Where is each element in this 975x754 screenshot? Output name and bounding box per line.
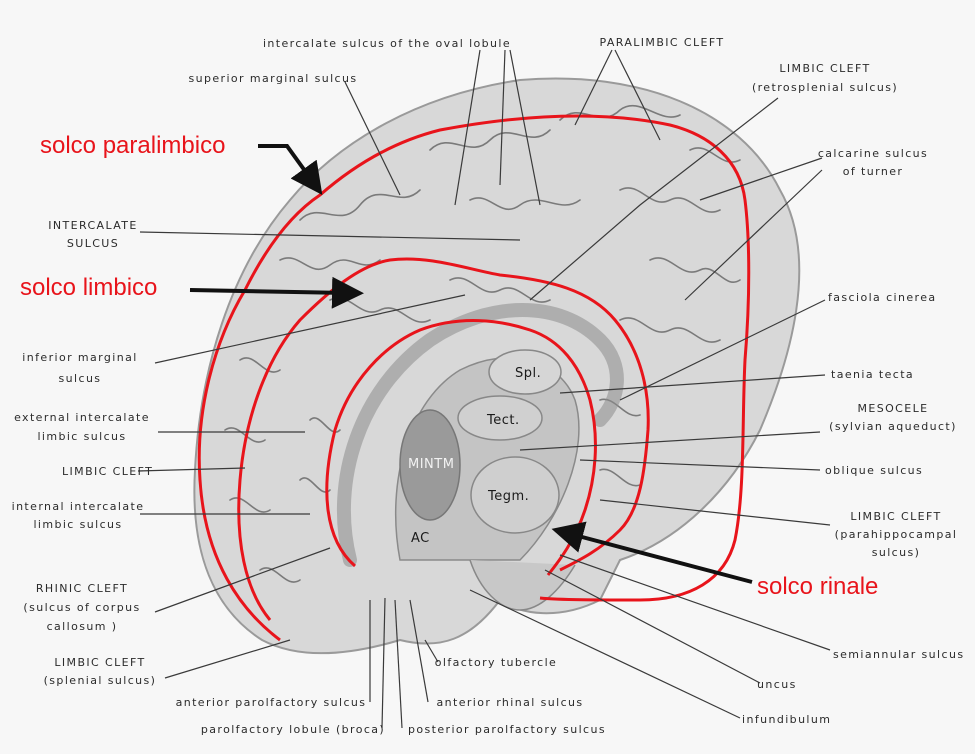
label-fasciola: fasciola cinerea [828,291,937,304]
label-inferior-marginal-2: sulcus [59,372,102,385]
label-limbic-cleft-splenial-1: LIMBIC CLEFT [54,656,145,669]
label-external-intercalate-1: external intercalate [14,411,150,424]
label-limbic-cleft-retro-2: (retrosplenial sulcus) [752,81,898,94]
label-rhinic-2: (sulcus of corpus [23,601,140,614]
label-rhinic-1: RHINIC CLEFT [36,582,128,595]
arrow-paralimbico [258,146,313,182]
label-anterior-rhinal: anterior rhinal sulcus [436,696,583,709]
label-limbic-cleft-retro-1: LIMBIC CLEFT [779,62,870,75]
region-tect-label: Tect. [486,413,520,428]
label-intercalate-1: INTERCALATE [48,219,138,232]
label-intercalate-2: SULCUS [67,237,119,250]
region-spl-label: Spl. [515,366,541,381]
label-anterior-parolfactory: anterior parolfactory sulcus [176,696,367,709]
label-olfactory: olfactory tubercle [435,656,557,669]
label-internal-intercalate-2: limbic sulcus [33,518,122,531]
label-parolfactory-lobule: parolfactory lobule (broca) [201,723,385,736]
annotation-solco-paralimbico: solco paralimbico [40,132,225,159]
label-posterior-parolfactory: posterior parolfactory sulcus [408,723,606,736]
label-taenia: taenia tecta [831,368,914,381]
label-limbic-cleft-left: LIMBIC CLEFT [62,465,153,478]
label-semiannular: semiannular sulcus [833,648,964,661]
label-intercalate-oval: intercalate sulcus of the oval lobule [263,37,511,50]
label-limbic-cleft-parahip-3: sulcus) [872,546,921,559]
label-inferior-marginal-1: inferior marginal [22,351,137,364]
label-infundibulum: infundibulum [742,713,831,726]
region-ac-label: AC [411,531,430,546]
label-limbic-cleft-parahip-2: (parahippocampal [835,528,958,541]
label-limbic-cleft-parahip-1: LIMBIC CLEFT [850,510,941,523]
label-calcarine-1: calcarine sulcus [818,147,928,160]
label-paralimbic-cleft: PARALIMBIC CLEFT [599,36,724,49]
label-mesocele-1: MESOCELE [858,402,929,415]
annotation-solco-rinale: solco rinale [757,573,878,600]
label-uncus: uncus [757,678,797,691]
label-limbic-cleft-splenial-2: (splenial sulcus) [44,674,157,687]
label-calcarine-2: of turner [843,165,904,178]
label-oblique: oblique sulcus [825,464,923,477]
label-mesocele-2: (sylvian aqueduct) [829,420,957,433]
label-internal-intercalate-1: internal intercalate [12,500,145,513]
region-mintm-label: MINTM [408,457,454,472]
annotation-solco-limbico: solco limbico [20,274,157,301]
region-tegm-label: Tegm. [487,489,529,504]
label-superior-marginal: superior marginal sulcus [189,72,358,85]
label-external-intercalate-2: limbic sulcus [37,430,126,443]
label-rhinic-3: callosum ) [47,620,118,633]
